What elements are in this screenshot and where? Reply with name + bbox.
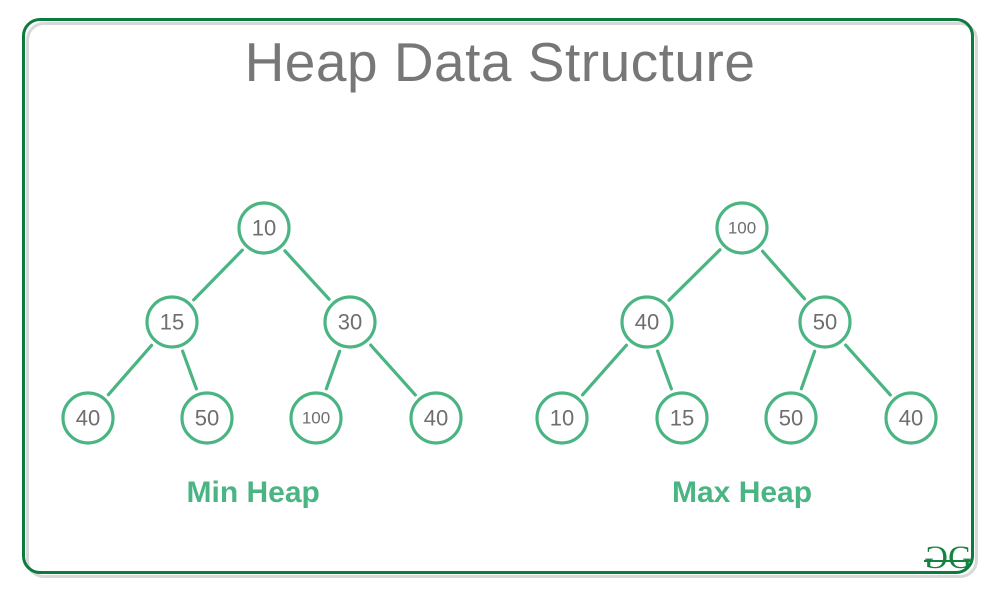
node-circle xyxy=(180,391,234,445)
tree-edge xyxy=(369,343,417,397)
frame-shadow xyxy=(26,22,978,578)
node-value: 15 xyxy=(160,310,184,335)
max-heap-label: Max Heap xyxy=(672,476,813,509)
node-circle xyxy=(145,295,199,349)
tree-edge xyxy=(656,349,673,391)
node-value: 50 xyxy=(779,406,803,431)
node-circle xyxy=(237,201,291,255)
tree-node: 100 xyxy=(289,391,343,445)
tree-edge xyxy=(760,249,807,301)
node-value: 15 xyxy=(670,406,694,431)
node-value: 40 xyxy=(899,406,923,431)
logo-glyph-mirrored-g: G xyxy=(925,540,949,576)
node-value: 40 xyxy=(424,406,448,431)
tree-edge xyxy=(283,249,331,301)
node-value: 100 xyxy=(728,219,756,238)
node-circle xyxy=(764,391,818,445)
node-circle xyxy=(323,295,377,349)
node-circle xyxy=(655,391,709,445)
tree-edge xyxy=(799,349,817,391)
max-heap-tree: 100 40 50 10 15 50 40 xyxy=(535,201,938,445)
tree-node: 40 xyxy=(620,295,674,349)
tree-node: 50 xyxy=(180,391,234,445)
tree-edge xyxy=(844,343,892,397)
tree-node: 15 xyxy=(145,295,199,349)
node-value: 100 xyxy=(302,409,330,428)
logo-bar xyxy=(924,560,972,562)
frame-border xyxy=(22,18,974,574)
node-circle xyxy=(884,391,938,445)
min-heap-label: Min Heap xyxy=(186,476,320,509)
node-circle xyxy=(535,391,589,445)
min-heap-tree: 10 15 30 40 50 100 40 xyxy=(61,201,463,445)
node-circle xyxy=(409,391,463,445)
tree-node: 40 xyxy=(61,391,115,445)
tree-edge xyxy=(192,248,244,302)
tree-node: 15 xyxy=(655,391,709,445)
tree-edge xyxy=(667,248,722,302)
tree-node: 100 xyxy=(715,201,769,255)
node-value: 10 xyxy=(550,406,574,431)
tree-node: 40 xyxy=(884,391,938,445)
node-circle xyxy=(61,391,115,445)
geeksforgeeks-logo: GG xyxy=(924,540,972,576)
tree-node: 50 xyxy=(798,295,852,349)
node-value: 40 xyxy=(76,406,100,431)
tree-edge xyxy=(181,349,198,391)
tree-node: 10 xyxy=(237,201,291,255)
tree-edge xyxy=(324,349,342,391)
node-value: 50 xyxy=(813,310,837,335)
tree-node: 40 xyxy=(409,391,463,445)
node-value: 10 xyxy=(252,216,276,241)
node-circle xyxy=(620,295,674,349)
node-value: 50 xyxy=(195,406,219,431)
tree-edge xyxy=(580,343,629,397)
page-title: Heap Data Structure xyxy=(244,31,756,93)
tree-edge xyxy=(106,343,154,397)
node-value: 30 xyxy=(338,310,362,335)
node-circle xyxy=(715,201,769,255)
tree-node: 30 xyxy=(323,295,377,349)
tree-node: 10 xyxy=(535,391,589,445)
logo-glyph-g: G xyxy=(948,540,972,576)
tree-node: 50 xyxy=(764,391,818,445)
node-circle xyxy=(289,391,343,445)
node-circle xyxy=(798,295,852,349)
node-value: 40 xyxy=(635,310,659,335)
